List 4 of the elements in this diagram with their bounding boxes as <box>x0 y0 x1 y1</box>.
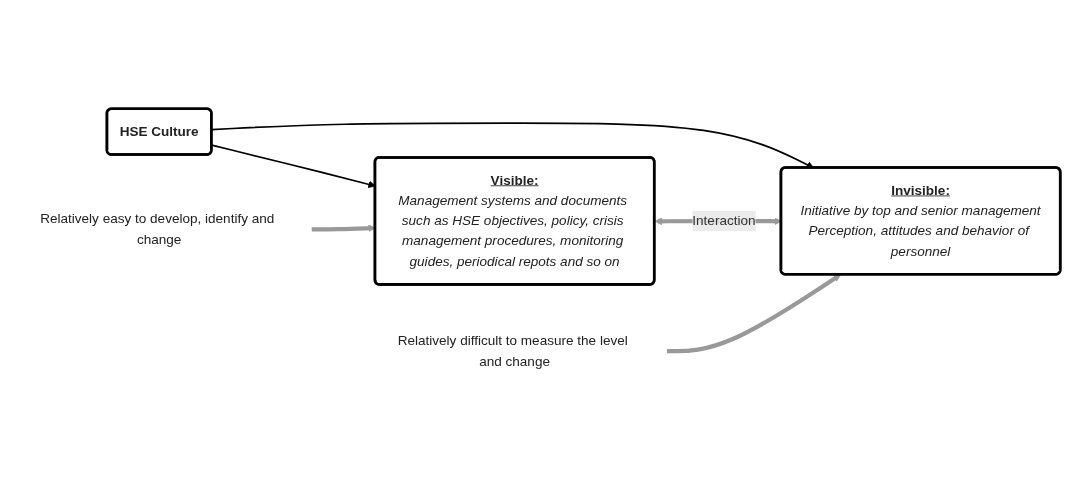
node-text: Relatively easy to develop, identify and change <box>40 211 275 247</box>
arrow <box>666 274 841 354</box>
edge-label: Interaction <box>692 213 756 228</box>
node-text: Relatively difficult to measure the level and change <box>397 333 628 369</box>
